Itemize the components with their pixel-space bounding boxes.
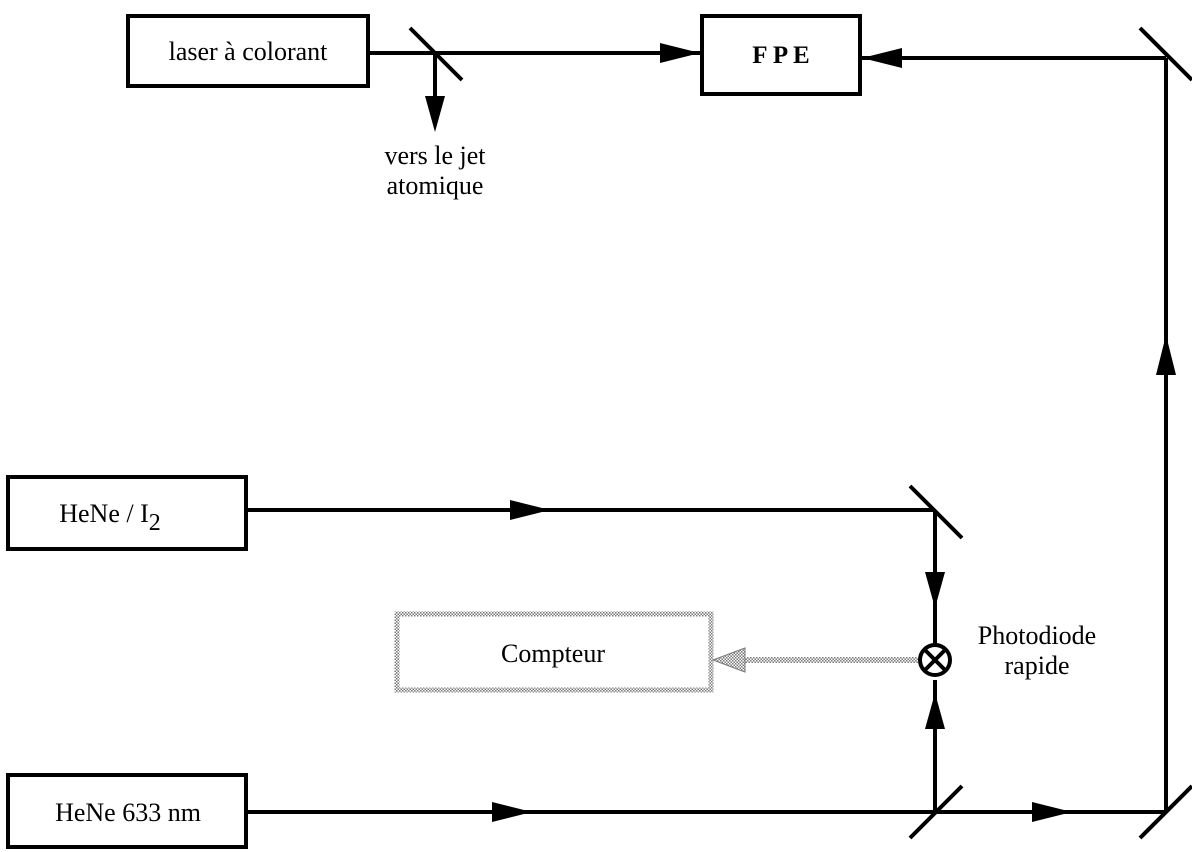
- hene-633-box: HeNe 633 nm: [6, 773, 248, 849]
- bottom-right-mirror: [1138, 784, 1192, 840]
- arrow-down-atomic-jet: [425, 96, 445, 132]
- arrow-to-fpe-left: [660, 43, 700, 63]
- photodiode-label-line1: Photodiode: [978, 621, 1096, 650]
- arrow-up-vertical: [1156, 335, 1176, 375]
- dye-laser-box: laser à colorant: [126, 14, 370, 88]
- hene-i2-mirror: [908, 484, 964, 540]
- arrow-hene-i2-beam: [510, 500, 550, 520]
- arrow-to-right-mirror: [1032, 802, 1072, 822]
- fpe-label: F P E: [752, 42, 809, 69]
- hene-i2-box: HeNe / I2: [6, 475, 248, 551]
- hene-633-label: HeNe 633 nm: [55, 798, 201, 827]
- hene-633-beam-splitter: [908, 784, 964, 840]
- arrow-down-to-photodiode: [925, 572, 945, 608]
- photodiode-icon: [918, 643, 952, 677]
- arrow-hene-633-beam: [492, 802, 532, 822]
- counter-label: Compteur: [501, 639, 605, 668]
- arrow-to-counter: [711, 647, 746, 673]
- atomic-jet-label-line2: atomique: [387, 171, 484, 200]
- atomic-jet-label-line1: vers le jet: [384, 141, 486, 170]
- arrow-to-fpe-right: [862, 48, 902, 68]
- dye-laser-label: laser à colorant: [169, 37, 329, 66]
- hene-i2-label: HeNe / I2: [59, 499, 161, 536]
- counter-box: Compteur: [394, 611, 714, 693]
- photodiode-to-counter-signal: [711, 647, 918, 673]
- top-right-mirror: [1138, 26, 1192, 82]
- photodiode-label-line2: rapide: [1005, 651, 1070, 680]
- mirrors: [408, 26, 1192, 840]
- beam-splitter-top-mirror: [408, 26, 464, 82]
- fpe-box: F P E: [700, 14, 862, 96]
- arrowheads: [425, 43, 1176, 822]
- arrow-up-to-photodiode: [925, 693, 945, 729]
- beam-paths: [248, 51, 1168, 814]
